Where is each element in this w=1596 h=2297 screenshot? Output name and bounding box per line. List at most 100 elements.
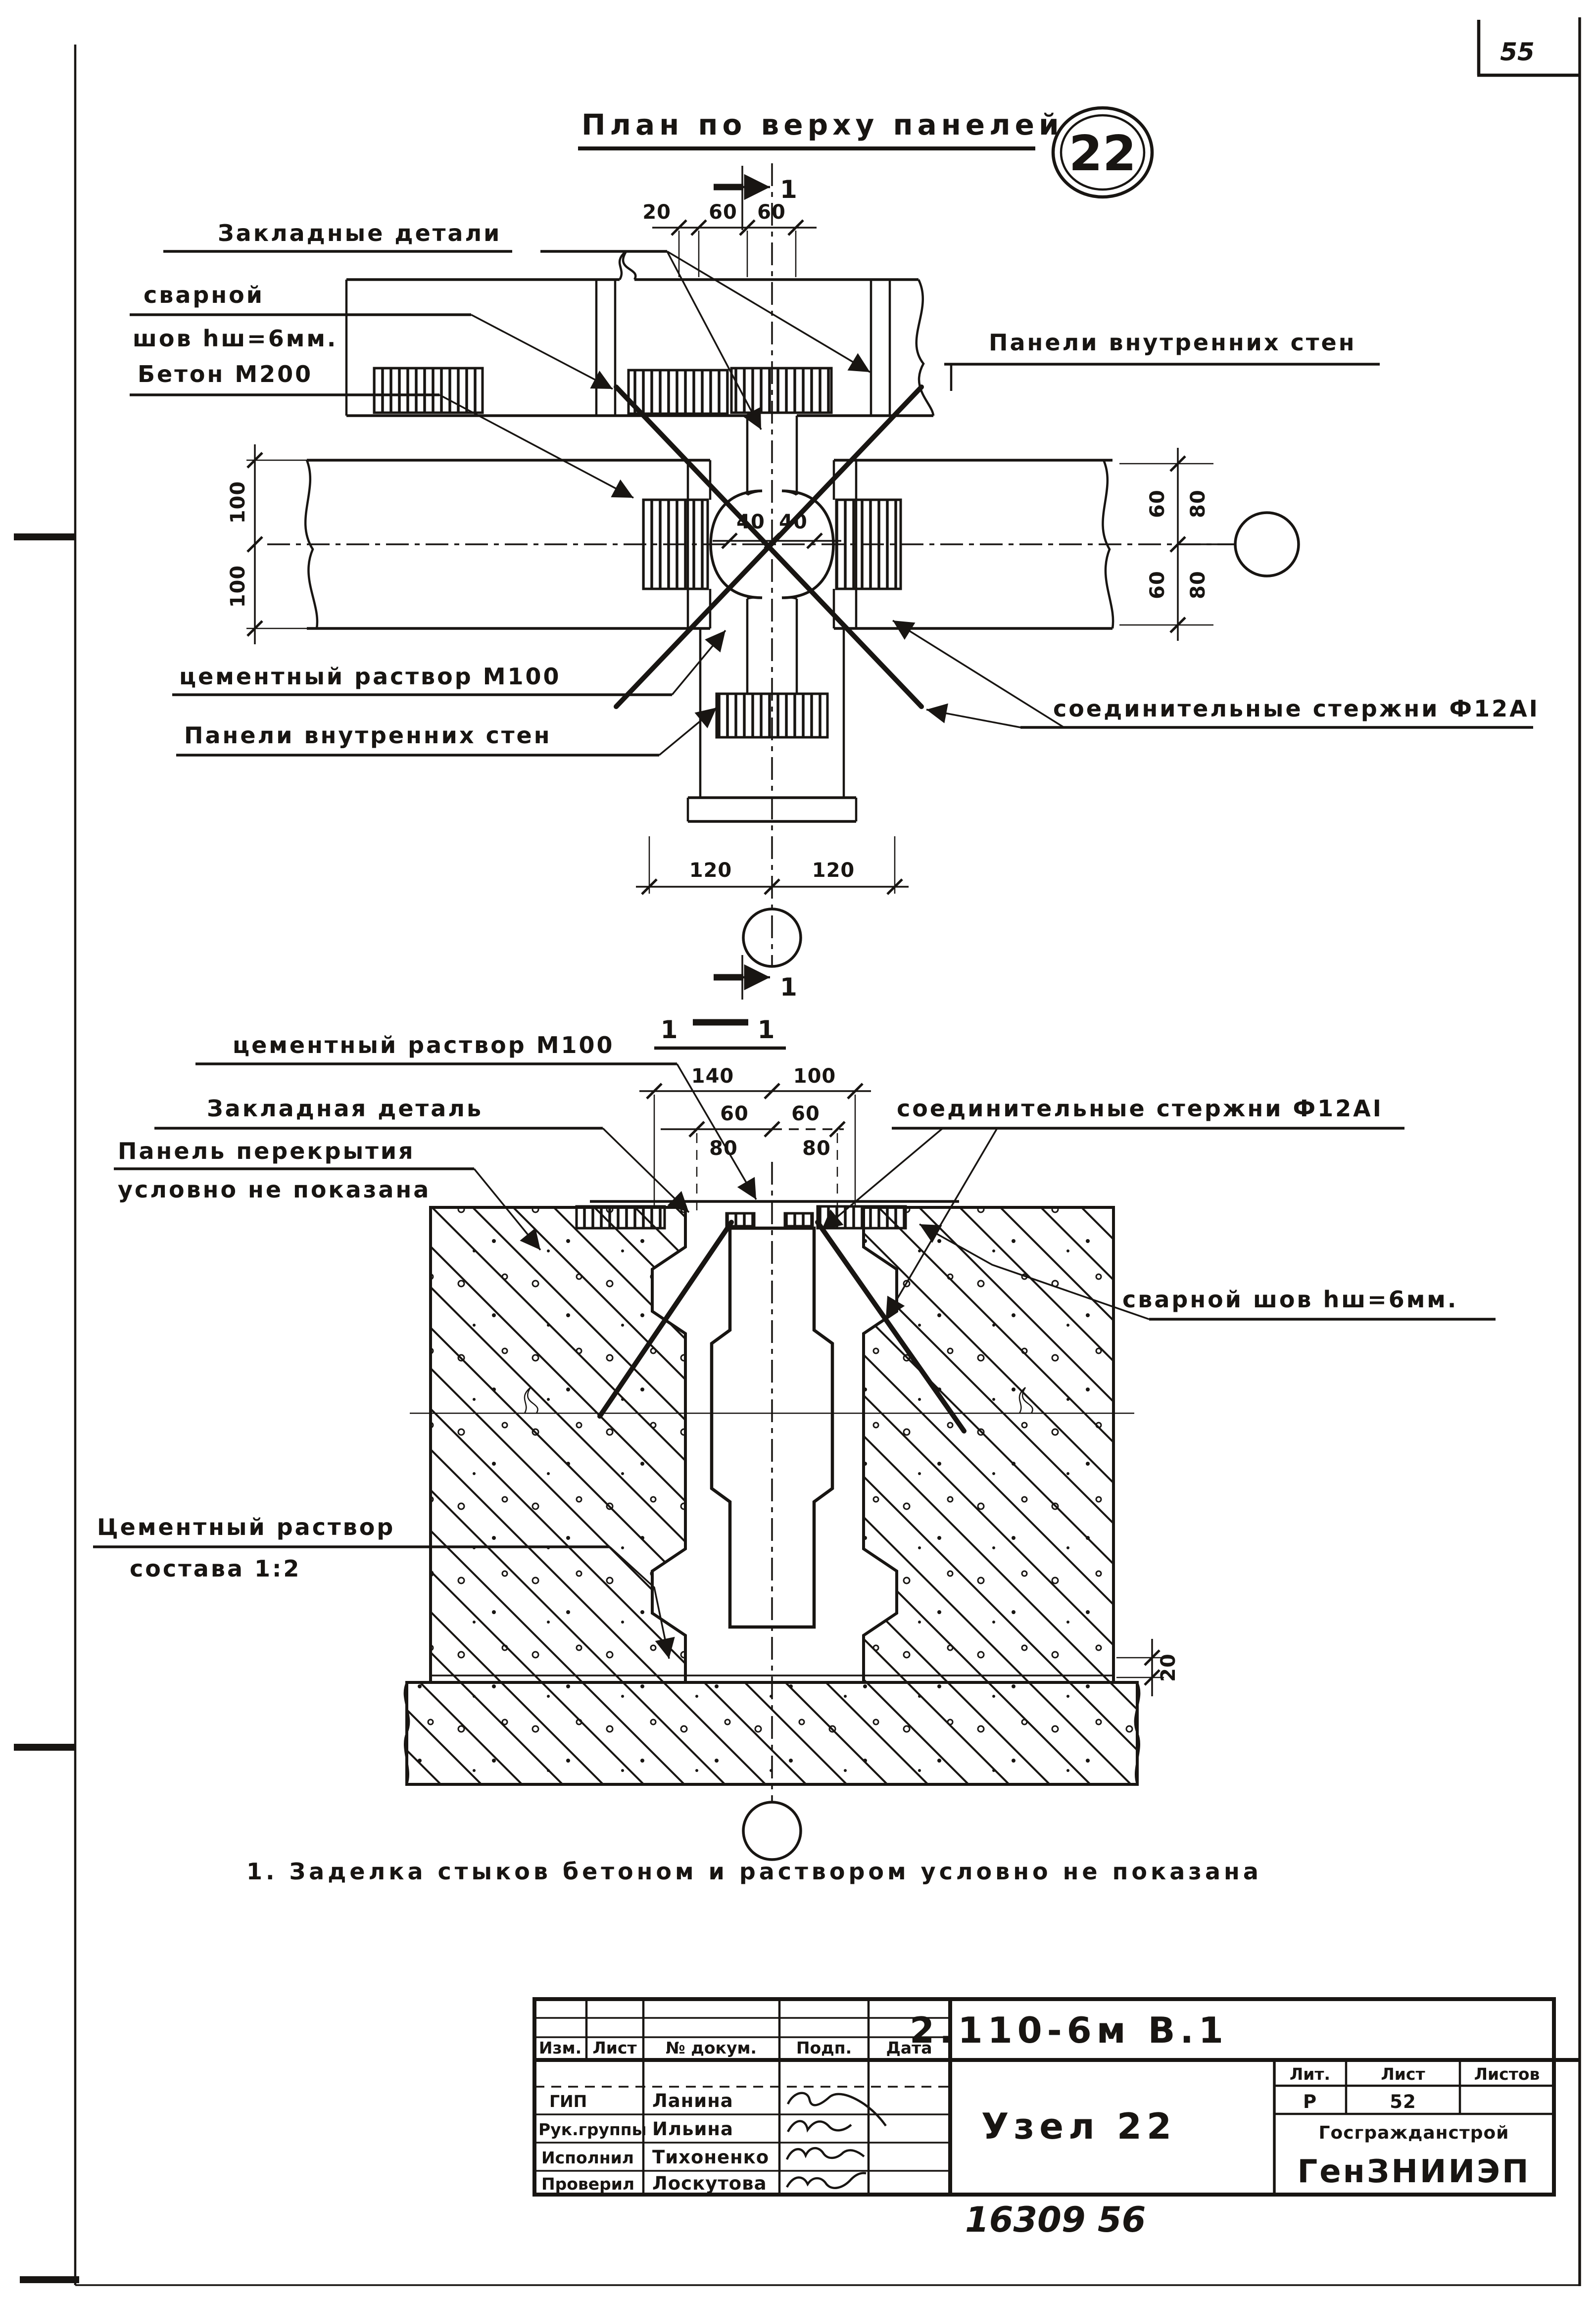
dim-label: 80 (1187, 571, 1209, 599)
edge-mark (20, 2276, 79, 2283)
section-header: 1 1 (654, 1015, 786, 1050)
section-labels: цементный раствор М100 Закладная деталь … (93, 1032, 1496, 1659)
dim-label: 120 (812, 859, 855, 882)
plan-dim-right: 60 80 60 80 (1119, 448, 1300, 641)
label-floor-panel: условно не показана (118, 1176, 431, 1203)
embedded-plate (642, 498, 709, 590)
dim-label: 100 (227, 565, 249, 608)
label-floor-panel: Панель перекрытия (118, 1138, 415, 1164)
plan-dim-top: 20 60 60 (642, 201, 817, 277)
tb-sheet-number: 52 (1390, 2091, 1416, 2112)
tb-name: Ильина (652, 2118, 733, 2140)
tb-designation: 2.110-6м В.1 (910, 2010, 1228, 2051)
inventory-number: 16309 56 (965, 2200, 1146, 2240)
plan-dim-left: 100 100 (227, 444, 349, 644)
label-cement-mortar: Цементный раствор (97, 1514, 395, 1540)
tb-col-data: Дата (886, 2038, 932, 2058)
section-mark-label: 1 (780, 175, 797, 204)
dim-label: 40 (779, 511, 808, 533)
dim-label: 60 (1146, 489, 1169, 518)
dim-label: 40 (736, 511, 765, 533)
tb-lit-col: Лист (1381, 2064, 1425, 2084)
plan-dim-center: 40 40 (713, 511, 841, 548)
section-header-mark: 1 (758, 1015, 775, 1044)
section-cut-mark-top: 1 (714, 166, 797, 230)
dim-label: 100 (793, 1065, 836, 1088)
tb-lit-col: Лит. (1290, 2064, 1330, 2084)
plan-right-wall (832, 459, 1114, 630)
title-block: Изм. Лист № докум. Подп. Дата ГИП Рук.гр… (532, 1997, 1580, 2197)
edge-mark (14, 533, 74, 540)
label-panels: Панели внутренних стен (989, 329, 1356, 356)
tb-role: Проверил (541, 2174, 634, 2194)
tb-organization: ГенЗНИИЭП (1297, 2153, 1530, 2190)
embedded-plate (730, 367, 833, 414)
dim-label: 80 (1187, 489, 1209, 518)
section-wall-panels (429, 1206, 1115, 1684)
dim-label: 60 (1146, 571, 1169, 599)
tb-name: Ланина (652, 2090, 733, 2111)
embedded-plate (835, 498, 902, 590)
plan-bottom-wall (686, 628, 858, 823)
dim-label: 20 (642, 201, 671, 224)
tb-col-podp: Подп. (796, 2038, 852, 2058)
label-panels: Панели внутренних стен (184, 722, 552, 749)
drawing-note: 1. Заделка стыков бетоном и раствором ус… (246, 1858, 1262, 1885)
dim-label: 100 (227, 481, 249, 524)
tb-col-dokum: № докум. (666, 2038, 757, 2058)
label-weld: шов hш=6мм. (133, 325, 338, 352)
embedded-plate (575, 1205, 666, 1230)
section-cut-mark-bottom: 1 (714, 955, 797, 1002)
plan-title: План по верху панелей (581, 108, 1064, 142)
tb-role: Рук.группы (538, 2120, 646, 2139)
section-mark-label: 1 (780, 973, 797, 1002)
signatures (785, 2092, 887, 2189)
tb-col-izm: Изм. (539, 2038, 581, 2058)
embedded-plate (816, 1205, 907, 1230)
plan-dim-bottom: 120 120 (636, 836, 909, 968)
label-mortar: цементный раствор М100 (179, 663, 561, 690)
node-badge: 22 (1051, 106, 1154, 199)
dim-label: 60 (791, 1102, 820, 1125)
plan-left-wall (304, 459, 712, 630)
plan-labels: Закладные детали сварной шов hш=6мм. Бет… (130, 220, 1540, 757)
embedded-plate (715, 692, 829, 739)
node-reference-circle (742, 908, 802, 968)
plan-connecting-rods (614, 384, 924, 709)
tb-role: ГИП (549, 2092, 587, 2111)
label-embedded-details: Закладные детали (218, 220, 501, 246)
label-weld: сварной шов hш=6мм. (1122, 1286, 1458, 1313)
label-rods: соединительные стержни Ф12АІ (1053, 695, 1540, 722)
dim-label: 60 (720, 1102, 749, 1125)
dim-label: 80 (709, 1137, 738, 1160)
tb-lit-col: Листов (1474, 2064, 1540, 2084)
label-mortar: цементный раствор М100 (233, 1032, 615, 1058)
node-badge-number: 22 (1069, 126, 1136, 182)
sheet-frame: 55 (14, 17, 1581, 2286)
tb-sheet-title: Узел 22 (981, 2106, 1176, 2147)
dim-label: 120 (689, 859, 732, 882)
tb-col-list: Лист (592, 2038, 636, 2058)
tb-lit-value: Р (1303, 2091, 1317, 2112)
section-connecting-rods (597, 1220, 967, 1434)
label-concrete: Бетон М200 (138, 361, 313, 387)
page-number: 55 (1500, 38, 1535, 66)
label-rods: соединительные стержни Ф12АІ (897, 1095, 1383, 1122)
tb-name: Тихоненко (652, 2147, 769, 2168)
embedded-plate (783, 1212, 814, 1228)
node-reference-circle (1234, 511, 1300, 577)
section-view: 1 1 140 100 60 60 80 80 (93, 1015, 1496, 1861)
tb-organization-ministry: Госгражданстрой (1319, 2123, 1509, 2143)
tb-role: Исполнил (541, 2148, 634, 2167)
tb-name: Лоскутова (652, 2173, 767, 2194)
plan-upper-wall (345, 250, 935, 417)
section-joint-column (710, 1226, 834, 1629)
plan-view: План по верху панелей 22 1 1 (130, 106, 1540, 1002)
dim-label: 80 (802, 1137, 831, 1160)
section-top-plates (575, 1200, 959, 1230)
label-cement-mortar: состава 1:2 (130, 1555, 301, 1582)
dim-label: 20 (1157, 1653, 1180, 1682)
dim-label: 140 (691, 1065, 734, 1088)
dim-label: 60 (709, 201, 737, 224)
